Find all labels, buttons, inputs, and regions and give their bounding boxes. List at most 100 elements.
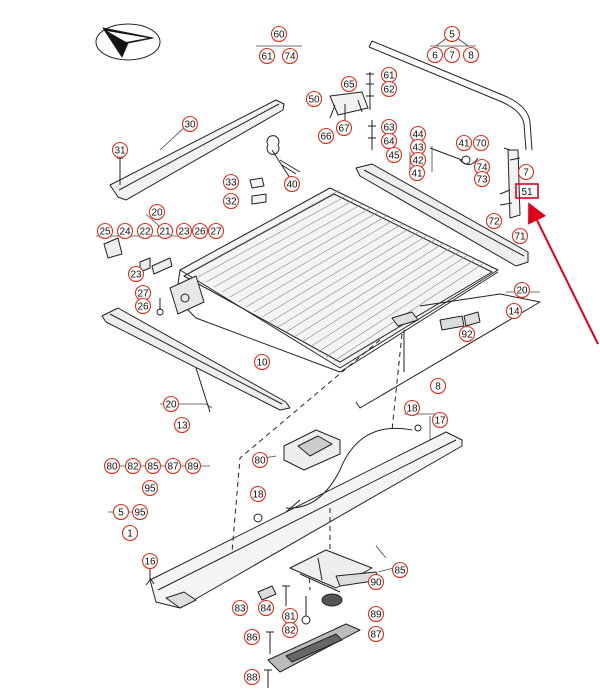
callout-label: 5 bbox=[118, 508, 124, 519]
callout-circle bbox=[391, 561, 409, 579]
callout-95b[interactable]: 95 bbox=[131, 503, 149, 521]
callout-circle bbox=[121, 524, 139, 542]
callout-70[interactable]: 70 bbox=[472, 134, 490, 152]
mount-bracket-7 bbox=[503, 147, 521, 219]
callout-60[interactable]: 60 bbox=[270, 25, 288, 43]
callout-20b[interactable]: 20 bbox=[513, 281, 531, 299]
callout-88[interactable]: 88 bbox=[243, 668, 261, 686]
callout-85b[interactable]: 85 bbox=[391, 561, 409, 579]
callout-circle bbox=[511, 227, 529, 245]
callout-5b[interactable]: 5 bbox=[112, 503, 130, 521]
side-panel-8 bbox=[355, 293, 541, 409]
callout-circle bbox=[443, 25, 461, 43]
callout-81[interactable]: 81 bbox=[281, 607, 299, 625]
latch-assembly bbox=[289, 549, 373, 593]
callout-label: 95 bbox=[144, 484, 156, 495]
callout-16[interactable]: 16 bbox=[141, 552, 159, 570]
clip-84 bbox=[257, 585, 277, 601]
callout-61b[interactable]: 61 bbox=[380, 66, 398, 84]
callout-13[interactable]: 13 bbox=[173, 416, 191, 434]
callout-62[interactable]: 62 bbox=[380, 80, 398, 98]
callout-8b[interactable]: 8 bbox=[429, 377, 447, 395]
callout-80b[interactable]: 80 bbox=[251, 451, 269, 469]
callout-41a[interactable]: 41 bbox=[408, 164, 426, 182]
callout-32[interactable]: 32 bbox=[222, 192, 240, 210]
callout-61a[interactable]: 61 bbox=[258, 47, 276, 65]
callout-23b[interactable]: 23 bbox=[127, 265, 145, 283]
callout-23a[interactable]: 23 bbox=[175, 222, 193, 240]
callout-6a[interactable]: 6 bbox=[426, 46, 444, 64]
callout-label: 71 bbox=[514, 232, 526, 243]
brand-logo bbox=[95, 23, 161, 61]
callout-80a[interactable]: 80 bbox=[103, 457, 121, 475]
callout-67[interactable]: 67 bbox=[335, 119, 353, 137]
callout-87a[interactable]: 87 bbox=[164, 457, 182, 475]
callout-14[interactable]: 14 bbox=[505, 302, 523, 320]
callout-40[interactable]: 40 bbox=[283, 175, 301, 193]
callout-24[interactable]: 24 bbox=[116, 222, 134, 240]
callout-33[interactable]: 33 bbox=[222, 173, 240, 191]
callout-10[interactable]: 10 bbox=[253, 353, 271, 371]
callout-86[interactable]: 86 bbox=[243, 628, 261, 646]
callout-7b[interactable]: 7 bbox=[517, 163, 535, 181]
callout-66[interactable]: 66 bbox=[317, 127, 335, 145]
callout-84[interactable]: 84 bbox=[257, 599, 275, 617]
callout-label: 16 bbox=[144, 557, 156, 568]
callout-72[interactable]: 72 bbox=[485, 212, 503, 230]
callout-73[interactable]: 73 bbox=[473, 170, 491, 188]
callout-63[interactable]: 63 bbox=[380, 118, 398, 136]
callout-20c[interactable]: 20 bbox=[162, 395, 180, 413]
callout-circle bbox=[162, 395, 180, 413]
callout-circle bbox=[455, 134, 473, 152]
callout-25[interactable]: 25 bbox=[96, 222, 114, 240]
callout-label: 20 bbox=[165, 400, 177, 411]
callout-circle bbox=[408, 164, 426, 182]
callout-label: 80 bbox=[106, 462, 118, 473]
callout-89a[interactable]: 89 bbox=[184, 457, 202, 475]
callout-20a[interactable]: 20 bbox=[148, 203, 166, 221]
callout-21[interactable]: 21 bbox=[156, 222, 174, 240]
callout-83[interactable]: 83 bbox=[231, 599, 249, 617]
callout-87b[interactable]: 87 bbox=[367, 625, 385, 643]
callout-label: 23 bbox=[178, 227, 190, 238]
callout-18b[interactable]: 18 bbox=[249, 485, 267, 503]
callout-8a[interactable]: 8 bbox=[462, 46, 480, 64]
callout-circle bbox=[141, 552, 159, 570]
line-art bbox=[95, 23, 541, 688]
callout-85a[interactable]: 85 bbox=[144, 457, 162, 475]
callout-41b[interactable]: 41 bbox=[455, 134, 473, 152]
callout-74a[interactable]: 74 bbox=[281, 47, 299, 65]
highlighted-part-51[interactable]: 51 bbox=[515, 183, 539, 199]
spring-41 bbox=[429, 147, 479, 165]
callout-71[interactable]: 71 bbox=[511, 227, 529, 245]
callout-7a[interactable]: 7 bbox=[443, 46, 461, 64]
callout-27a[interactable]: 27 bbox=[207, 222, 225, 240]
callout-82a[interactable]: 82 bbox=[124, 457, 142, 475]
callout-circle bbox=[103, 457, 121, 475]
callout-82b[interactable]: 82 bbox=[281, 621, 299, 639]
callout-label: 73 bbox=[476, 175, 488, 186]
callout-18a[interactable]: 18 bbox=[403, 399, 421, 417]
callout-30[interactable]: 30 bbox=[181, 115, 199, 133]
callout-22[interactable]: 22 bbox=[136, 222, 154, 240]
callout-label: 20 bbox=[516, 286, 528, 297]
callout-1[interactable]: 1 bbox=[121, 524, 139, 542]
callout-label: 85 bbox=[147, 462, 159, 473]
callout-circle bbox=[258, 47, 276, 65]
callout-64[interactable]: 64 bbox=[380, 132, 398, 150]
callout-92[interactable]: 92 bbox=[458, 325, 476, 343]
callout-label: 45 bbox=[388, 151, 400, 162]
callout-label: 74 bbox=[476, 163, 488, 174]
callout-31[interactable]: 31 bbox=[111, 141, 129, 159]
callout-65[interactable]: 65 bbox=[340, 75, 358, 93]
callout-95a[interactable]: 95 bbox=[141, 479, 159, 497]
callout-90[interactable]: 90 bbox=[367, 573, 385, 591]
callout-50[interactable]: 50 bbox=[305, 90, 323, 108]
callout-26a[interactable]: 26 bbox=[191, 222, 209, 240]
callout-5a[interactable]: 5 bbox=[443, 25, 461, 43]
callout-17[interactable]: 17 bbox=[431, 411, 449, 429]
callout-26b[interactable]: 26 bbox=[134, 297, 152, 315]
callout-89b[interactable]: 89 bbox=[367, 605, 385, 623]
callout-45[interactable]: 45 bbox=[385, 146, 403, 164]
